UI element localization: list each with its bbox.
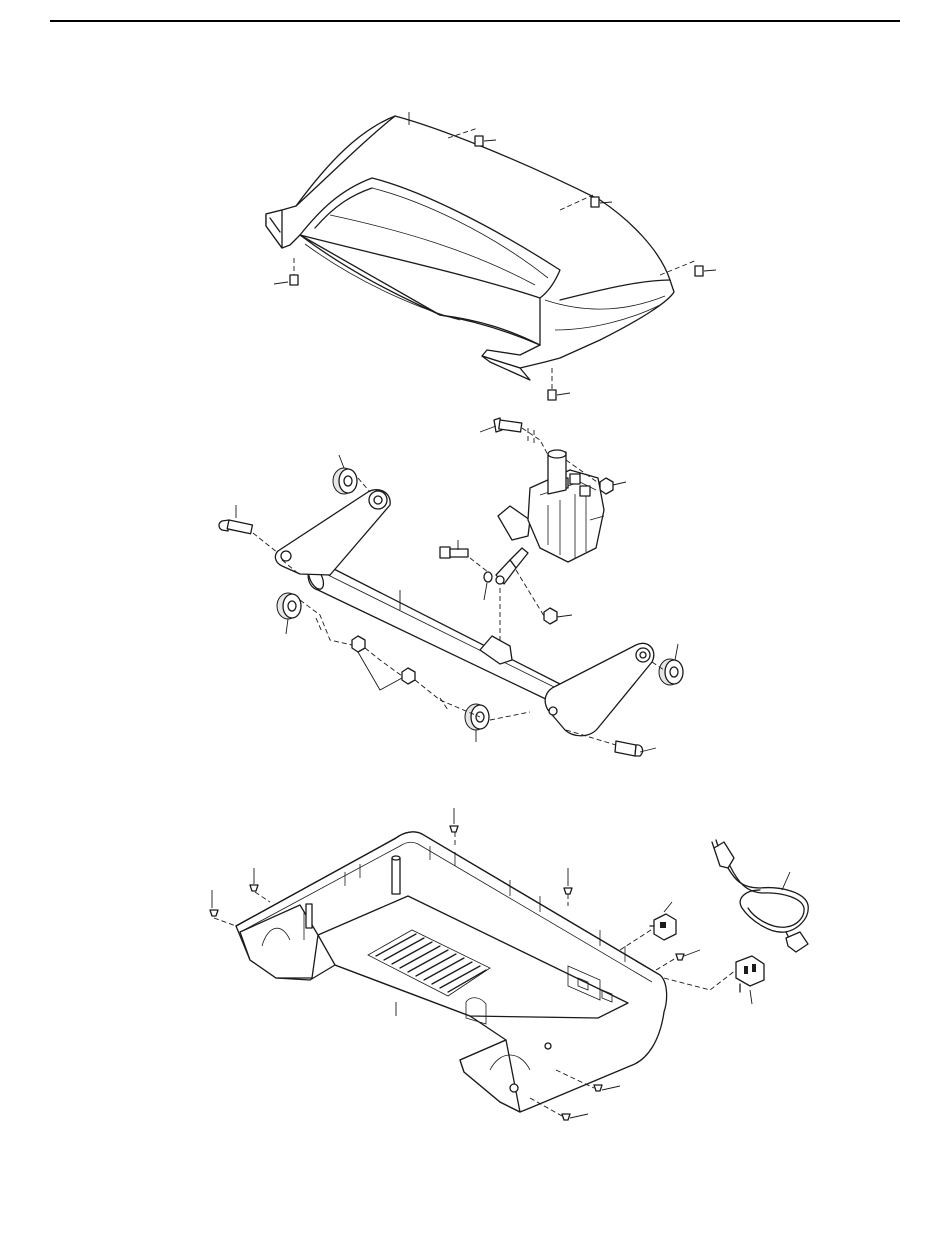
wheel-upper bbox=[333, 468, 357, 494]
power-switch bbox=[650, 914, 676, 940]
wheel-left bbox=[277, 593, 301, 619]
motor-hood bbox=[266, 112, 716, 400]
incline-frame bbox=[219, 418, 683, 756]
power-inlet bbox=[736, 956, 764, 992]
wheel-center bbox=[465, 704, 489, 730]
incline-motor bbox=[440, 418, 604, 584]
power-cord bbox=[712, 840, 808, 952]
wheel-right bbox=[659, 659, 683, 685]
base-pan bbox=[210, 808, 808, 1120]
